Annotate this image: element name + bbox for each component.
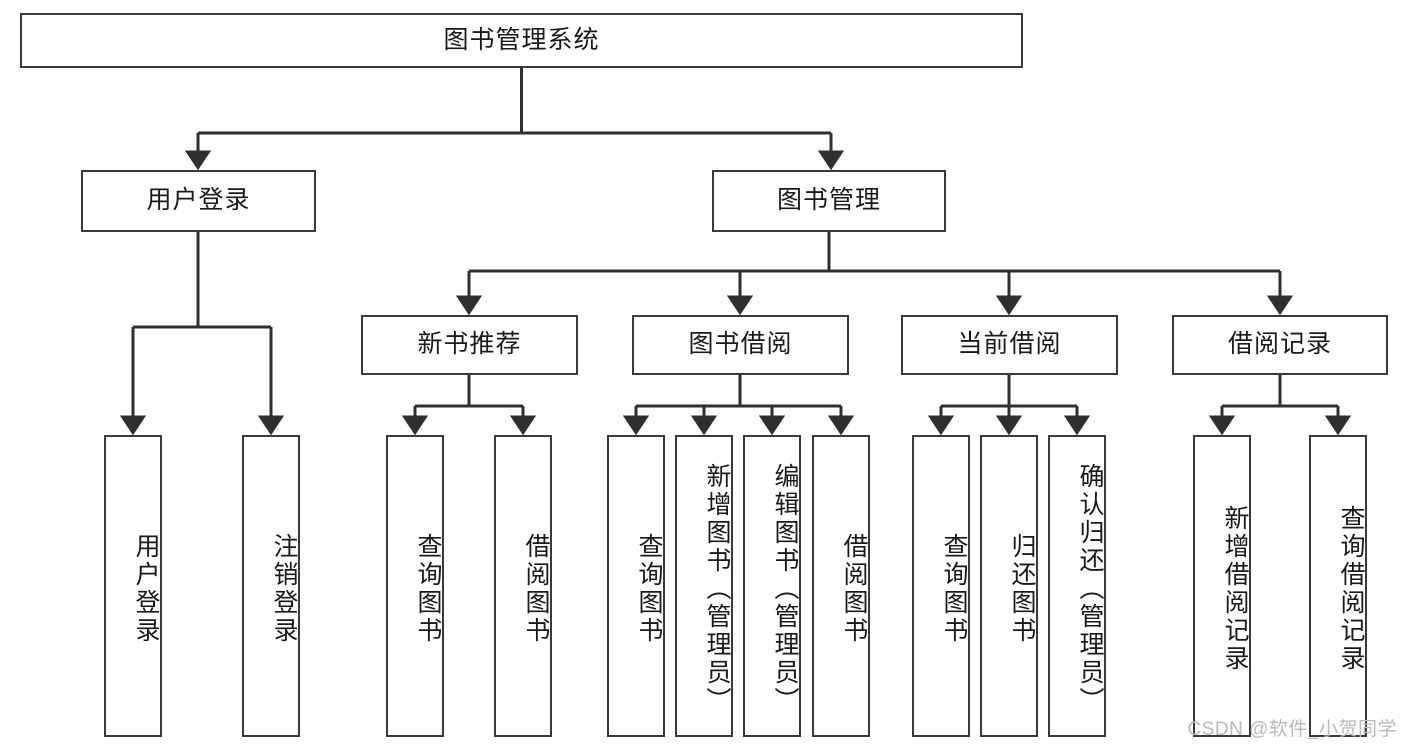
leaf-new-book-query-book[interactable]: 查询图书 xyxy=(386,435,444,737)
leaf-borrow-record-add-record[interactable]: 新增借阅记录 xyxy=(1193,435,1251,737)
node-book-borrow[interactable]: 图书借阅 xyxy=(632,315,849,375)
node-label: 归还图书 xyxy=(1008,533,1036,645)
node-label: 查询借阅记录 xyxy=(1337,505,1365,673)
leaf-book-borrow-edit-book-admin[interactable]: 编辑图书（管理员） xyxy=(743,435,801,737)
leaf-current-borrow-confirm-return-admin[interactable]: 确认归还（管理员） xyxy=(1048,435,1106,737)
node-book-management[interactable]: 图书管理 xyxy=(712,170,946,232)
node-borrow-record[interactable]: 借阅记录 xyxy=(1172,315,1388,375)
node-label: 用户登录 xyxy=(146,186,251,215)
leaf-book-borrow-add-book-admin[interactable]: 新增图书（管理员） xyxy=(675,435,733,737)
node-label: 用户登录 xyxy=(132,533,160,645)
node-label: 借阅图书 xyxy=(522,533,550,645)
node-label: 图书管理 xyxy=(776,186,881,215)
node-new-book-recommend[interactable]: 新书推荐 xyxy=(361,315,578,375)
node-label: 当前借阅 xyxy=(957,330,1062,359)
node-label: 查询图书 xyxy=(635,533,663,645)
node-root-book-management-system[interactable]: 图书管理系统 xyxy=(20,13,1023,68)
leaf-user-login-logout[interactable]: 注销登录 xyxy=(242,435,300,737)
node-label: 查询图书 xyxy=(940,533,968,645)
node-label: 编辑图书（管理员） xyxy=(771,463,799,715)
node-label: 图书借阅 xyxy=(688,330,793,359)
node-label: 确认归还（管理员） xyxy=(1076,463,1104,715)
leaf-book-borrow-query-book[interactable]: 查询图书 xyxy=(607,435,665,737)
node-label: 注销登录 xyxy=(270,533,298,645)
leaf-borrow-record-query-record[interactable]: 查询借阅记录 xyxy=(1309,435,1367,737)
node-current-borrow[interactable]: 当前借阅 xyxy=(901,315,1118,375)
leaf-new-book-borrow-book[interactable]: 借阅图书 xyxy=(494,435,552,737)
leaf-book-borrow-borrow-book[interactable]: 借阅图书 xyxy=(812,435,870,737)
node-label: 借阅记录 xyxy=(1227,330,1332,359)
node-label: 查询图书 xyxy=(414,533,442,645)
leaf-current-borrow-return-book[interactable]: 归还图书 xyxy=(980,435,1038,737)
node-label: 图书管理系统 xyxy=(443,25,600,54)
node-label: 新增图书（管理员） xyxy=(703,463,731,715)
node-label: 借阅图书 xyxy=(840,533,868,645)
node-user-login[interactable]: 用户登录 xyxy=(81,170,316,232)
leaf-user-login-do-login[interactable]: 用户登录 xyxy=(104,435,162,737)
node-label: 新书推荐 xyxy=(417,330,522,359)
leaf-current-borrow-query-book[interactable]: 查询图书 xyxy=(912,435,970,737)
node-label: 新增借阅记录 xyxy=(1221,505,1249,673)
